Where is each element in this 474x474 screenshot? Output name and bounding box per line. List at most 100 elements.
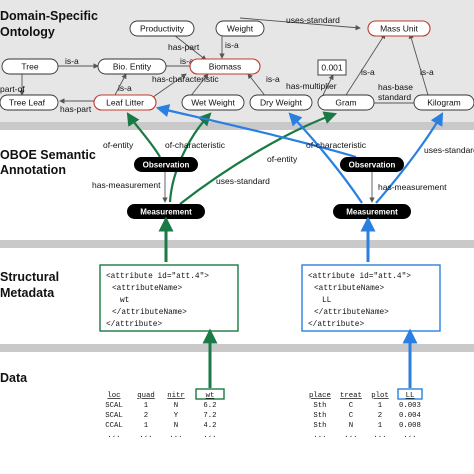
annot-label-of-entity-right: of-entity [267,154,298,164]
edge-label-is-a: is-a [266,74,280,84]
node-mass-unit[interactable]: Mass Unit [367,20,431,37]
table-right-cell: ... [344,432,357,440]
edge-productivity-biomass [173,34,207,61]
link-measurement-wetweight [168,112,212,203]
edge-label-has-characteristic: has-characteristic [152,74,219,84]
table-right-cell: ... [313,432,326,440]
node-dry-weight[interactable]: Dry Weight [249,94,313,111]
table-left-cell: SCAL [105,412,123,420]
node-dry-weight-label: Dry Weight [260,98,303,108]
node-constant-0001-label: 0.001 [321,63,343,73]
highlight-column-ll [397,388,423,400]
measurement-node-right[interactable]: Measurement [333,204,411,219]
section-title-data: Data [0,371,28,385]
metadata-left-line-2: <attributeName> [112,285,183,293]
node-kilogram[interactable]: Kilogram [413,94,474,111]
table-right-cell: C [349,412,354,420]
section-title-structural-1: Structural [0,270,59,284]
node-biomass[interactable]: Biomass [189,58,261,75]
edge-kilogram-massunit [408,33,429,96]
node-weight[interactable]: Weight [215,20,265,37]
edge-label-has-part: has-part [168,42,200,52]
node-leaf-litter[interactable]: Leaf Litter [93,94,157,111]
measurement-node-right-label: Measurement [346,208,398,217]
node-gram[interactable]: Gram [317,94,375,111]
table-left-cell: ... [107,432,120,440]
link-measurement-kilogram [375,112,444,204]
section-title-annotation-1: OBOE Semantic [0,148,96,162]
node-tree-leaf-label: Tree Leaf [9,98,46,108]
link-observation-leaflitter-right [155,104,357,159]
section-title-ontology-2: Ontology [0,25,55,39]
table-right-cell: Sth [313,412,326,420]
observation-node-right[interactable]: Observation [340,157,404,172]
table-left-cell: 1 [144,402,149,410]
section-title-structural-2: Metadata [0,286,55,300]
metadata-left-line-3: wt [120,297,129,305]
edge-weight-massunit [239,17,361,31]
highlight-column-wt [195,388,225,400]
edge-label-has-part: has-part [60,104,92,114]
edge-leaflitter-bioentity [114,73,127,96]
node-weight-label: Weight [227,24,254,34]
edge-label-uses-standard: uses-standard [286,15,340,25]
edge-label-part-of: part-of [0,84,25,94]
table-left-header: quad [137,392,155,400]
node-wet-weight[interactable]: Wet Weight [181,94,245,111]
table-right-header: treat [340,392,362,400]
observation-node-right-label: Observation [349,161,396,170]
table-left-cell: ... [169,432,182,440]
edge-gram-001 [322,74,334,96]
table-right-header: place [309,392,331,400]
node-bio-entity-label: Bio. Entity [113,62,152,72]
measurement-node-left-label: Measurement [140,208,192,217]
table-left-cell: 6.2 [203,402,216,410]
observation-node-left-label: Observation [143,161,190,170]
table-right-cell: 1 [378,422,383,430]
annot-label-of-entity-left: of-entity [103,140,134,150]
observation-node-left[interactable]: Observation [134,157,198,172]
table-right-cell: 0.003 [399,402,421,410]
metadata-left-line-1: <attribute id="att.4"> [106,273,209,281]
table-left-header: wt [206,392,215,400]
node-tree-leaf[interactable]: Tree Leaf [0,94,59,111]
node-constant-0001[interactable]: 0.001 [317,59,347,76]
table-left-cell: 7.2 [203,412,216,420]
annot-label-of-characteristic-right: of-characteristic [306,140,367,150]
node-mass-unit-label: Mass Unit [380,24,418,34]
table-left-cell: CCAL [105,422,123,430]
node-kilogram-label: Kilogram [427,98,461,108]
table-right-cell: C [349,402,354,410]
data-band [0,352,474,474]
table-left-cell: Y [174,412,179,420]
section-title-ontology-1: Domain-Specific [0,9,98,23]
table-right-cell: N [349,422,353,430]
table-right-cell: ... [373,432,386,440]
table-right-cell: Sth [313,422,326,430]
section-title-annotation-2: Annotation [0,163,66,177]
node-bio-entity[interactable]: Bio. Entity [97,58,167,75]
edge-label-is-a: is-a [225,40,239,50]
measurement-node-left[interactable]: Measurement [127,204,205,219]
table-right-cell: ... [403,432,416,440]
metadata-box-left: <attribute id="att.4"> <attributeName> w… [99,264,239,332]
node-biomass-label: Biomass [209,62,242,72]
node-tree[interactable]: Tree [1,58,59,75]
metadata-right-line-4: </attributeName> [314,309,389,317]
metadata-right-line-2: <attributeName> [314,285,385,293]
table-left-cell: ... [139,432,152,440]
node-wet-weight-label: Wet Weight [191,98,235,108]
edge-label-is-a: is-a [118,83,132,93]
table-left-header: loc [107,392,120,400]
node-productivity-label: Productivity [140,24,185,34]
table-left-cell: N [174,402,178,410]
table-right-cell: Sth [313,402,326,410]
node-productivity[interactable]: Productivity [129,20,195,37]
link-observation-leaflitter [126,112,161,158]
link-measurement-gram [179,111,338,205]
table-right-header: plot [371,392,389,400]
edge-label-has-multiplier: has-multiplier [286,81,337,91]
